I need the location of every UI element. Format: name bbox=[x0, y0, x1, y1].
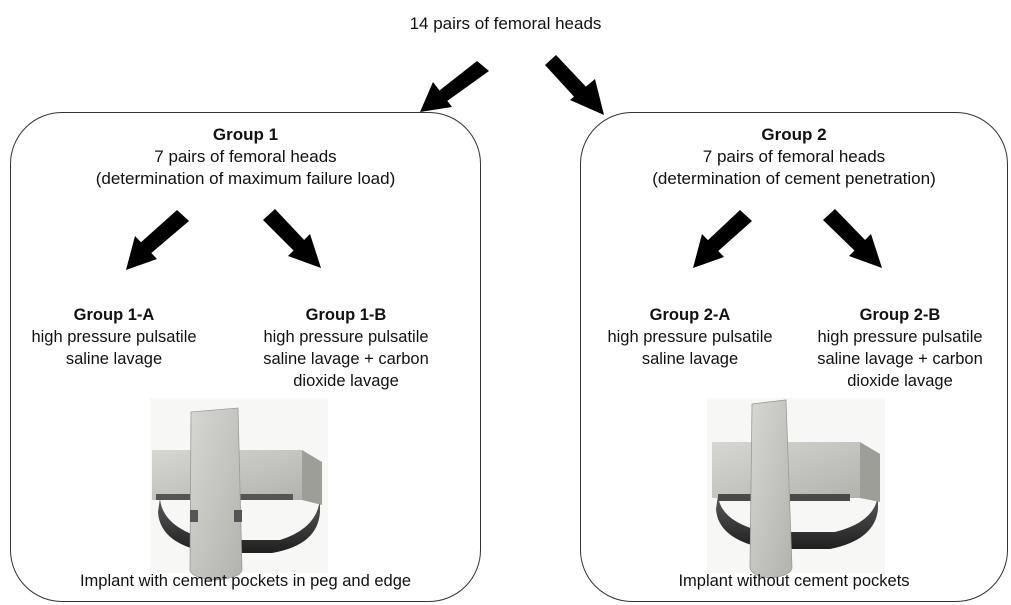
implant-without-pockets-image bbox=[707, 398, 885, 579]
group-2b-line: saline lavage + carbon bbox=[817, 350, 983, 368]
group-1-line2: (determination of maximum failure load) bbox=[95, 169, 396, 188]
group-1-caption: Implant with cement pockets in peg and e… bbox=[79, 572, 412, 590]
group-2b-line: dioxide lavage bbox=[847, 372, 953, 390]
group-1b-line: high pressure pulsatile bbox=[263, 328, 429, 346]
group-1-box bbox=[10, 112, 481, 602]
group-2-header: Group 2 7 pairs of femoral heads (determ… bbox=[580, 124, 1008, 190]
group-1b-line: saline lavage + carbon bbox=[263, 350, 429, 368]
group-1b-title: Group 1-B bbox=[305, 306, 387, 324]
arrow-icon bbox=[545, 55, 604, 115]
group-2b-title: Group 2-B bbox=[859, 306, 941, 324]
group-2a-title: Group 2-A bbox=[649, 306, 731, 324]
group-1-title: Group 1 bbox=[212, 125, 279, 144]
group-2b-line: high pressure pulsatile bbox=[817, 328, 983, 346]
group-2a-line: saline lavage bbox=[641, 350, 739, 368]
group-2-line1: 7 pairs of femoral heads bbox=[702, 147, 886, 166]
group-1a-line: high pressure pulsatile bbox=[31, 328, 197, 346]
group-2a-block: Group 2-A high pressure pulsatile saline… bbox=[590, 304, 790, 370]
group-2-title: Group 2 bbox=[761, 125, 827, 144]
group-1-header: Group 1 7 pairs of femoral heads (determ… bbox=[10, 124, 481, 190]
group-1a-block: Group 1-A high pressure pulsatile saline… bbox=[14, 304, 214, 370]
group-1b-block: Group 1-B high pressure pulsatile saline… bbox=[232, 304, 460, 392]
top-title: 14 pairs of femoral heads bbox=[409, 14, 602, 33]
group-1b-line: dioxide lavage bbox=[293, 372, 399, 390]
arrows bbox=[126, 55, 882, 270]
group-2-caption: Implant without cement pockets bbox=[678, 572, 910, 590]
arrow-icon bbox=[126, 210, 189, 270]
arrow-icon bbox=[263, 209, 321, 268]
group-2-box bbox=[580, 112, 1008, 602]
group-1a-title: Group 1-A bbox=[73, 306, 155, 324]
group-2b-block: Group 2-B high pressure pulsatile saline… bbox=[800, 304, 1000, 392]
group-1-line1: 7 pairs of femoral heads bbox=[154, 147, 337, 166]
group-2-line2: (determination of cement penetration) bbox=[652, 169, 936, 188]
arrow-icon bbox=[693, 210, 752, 268]
arrow-icon bbox=[823, 209, 882, 268]
group-1a-line: saline lavage bbox=[65, 350, 163, 368]
implant-with-pockets-image bbox=[150, 398, 328, 581]
group-2a-line: high pressure pulsatile bbox=[607, 328, 773, 346]
arrow-icon bbox=[420, 61, 489, 112]
